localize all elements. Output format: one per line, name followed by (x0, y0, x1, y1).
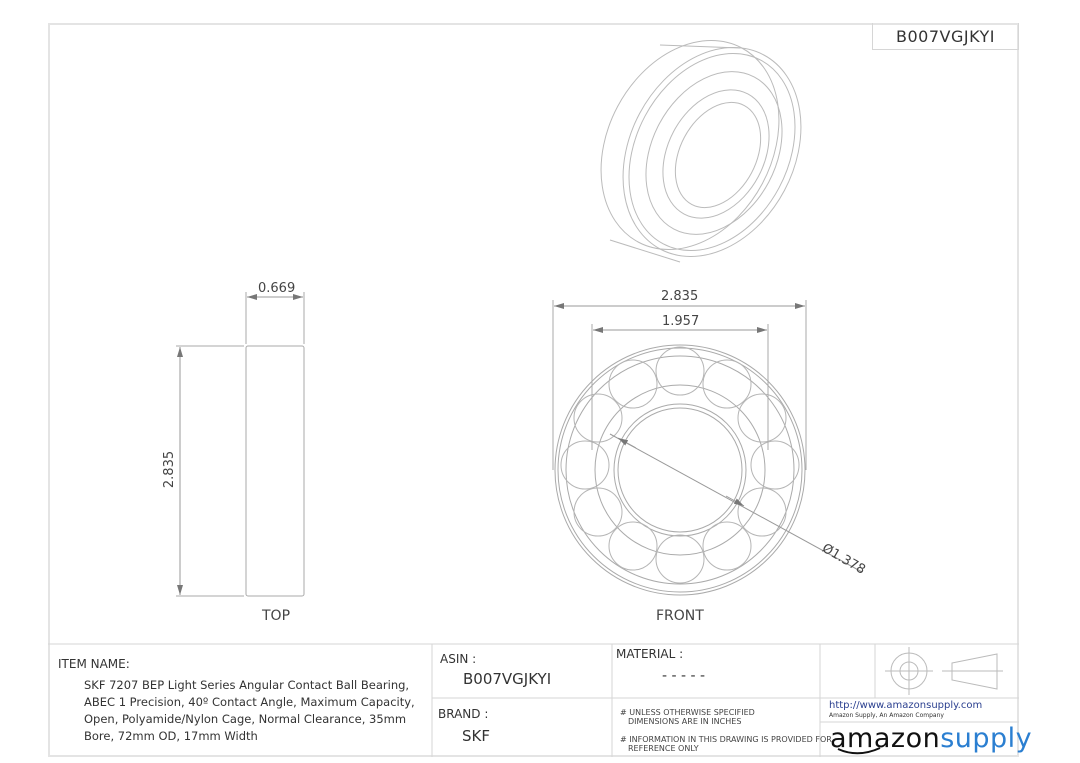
amazonsupply-logo: amazonsupply (830, 723, 1032, 755)
part-number-box: B007VGJKYI (872, 23, 1019, 50)
brand-value: SKF (462, 727, 490, 745)
note-dimensions: # UNLESS OTHERWISE SPECIFIED DIMENSIONS … (620, 708, 755, 726)
top-height-dim: 2.835 (162, 450, 178, 489)
material-value: - - - - - (662, 668, 706, 684)
front-view (552, 300, 863, 596)
note-1-line-1: # UNLESS OTHERWISE SPECIFIED (620, 708, 755, 717)
top-view-label: TOP (262, 608, 291, 624)
note-2-line-2: REFERENCE ONLY (628, 744, 699, 753)
drawing-frame (48, 23, 1019, 757)
front-outer-dim: 2.835 (661, 289, 699, 304)
front-pitch-dim: 1.957 (662, 314, 700, 329)
asin-label: ASIN : (440, 652, 477, 666)
note-2-line-1: # INFORMATION IN THIS DRAWING IS PROVIDE… (620, 735, 832, 744)
top-view (176, 292, 305, 597)
logo-amazon-text: amazon (830, 723, 941, 754)
item-name-value: SKF 7207 BEP Light Series Angular Contac… (84, 678, 415, 743)
note-1-line-2: DIMENSIONS ARE IN INCHES (628, 717, 742, 726)
third-angle-projection-icon (885, 647, 1003, 695)
company-tagline: Amazon Supply, An Amazon Company (829, 712, 944, 719)
top-width-dim: 0.669 (258, 281, 296, 296)
logo-supply-text: supply (940, 723, 1033, 754)
brand-label: BRAND : (438, 707, 489, 721)
amazon-smile-icon (837, 747, 881, 755)
asin-value: B007VGJKYI (463, 670, 552, 688)
front-view-label: FRONT (656, 608, 704, 624)
title-block-grid (48, 643, 1019, 757)
note-reference: # INFORMATION IN THIS DRAWING IS PROVIDE… (620, 735, 832, 753)
isometric-view (600, 40, 802, 263)
material-label: MATERIAL : (616, 647, 684, 661)
website-link[interactable]: http://www.amazonsupply.com (829, 700, 983, 711)
item-name-label: ITEM NAME: (58, 657, 130, 671)
